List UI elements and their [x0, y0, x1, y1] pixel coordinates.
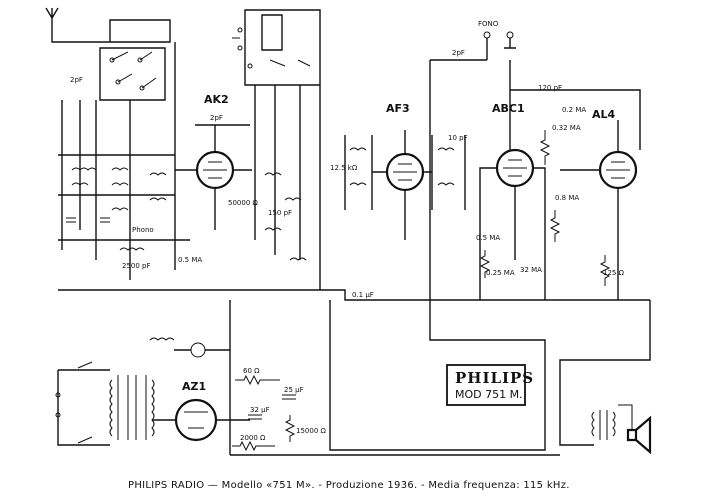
label-r-05ma-abc: 0.5 MA: [476, 234, 500, 242]
schematic-caption: PHILIPS RADIO — Modello «751 M». - Produ…: [128, 480, 570, 491]
antenna-symbol: [45, 7, 60, 43]
waveband-switch: [60, 19, 176, 280]
label-r-50000: 50000 Ω: [228, 199, 258, 207]
label-c-25uf: 25 µF: [284, 386, 304, 394]
label-c-2pf-ak2: 2pF: [210, 114, 223, 122]
label-c-01uf: 0.1 µF: [352, 291, 374, 299]
label-r-025ma: 0.25 MA: [486, 269, 515, 277]
tube-label-az1: AZ1: [182, 380, 206, 393]
label-c-150pf: 150 pF: [268, 209, 292, 217]
label-phono-coil: Phono: [132, 226, 154, 234]
label-c-2pf-fono: 2pF: [452, 49, 465, 57]
label-r-32ma: 32 MA: [520, 266, 542, 274]
label-r-032ma: 0.32 MA: [552, 124, 581, 132]
tube-abc1: [495, 148, 535, 188]
label-r-02ma: 0.2 MA: [562, 106, 586, 114]
nameplate-box: [446, 364, 526, 406]
loudspeaker: [618, 404, 652, 455]
output-transformer: [559, 380, 616, 446]
if-transformer-1: [344, 135, 373, 210]
tube-al4: [598, 150, 638, 190]
rf-coil-bank: [58, 154, 190, 251]
label-c-32uf: 32 µF: [250, 406, 270, 414]
power-transformer: [109, 375, 155, 440]
label-r-15000: 15000 Ω: [296, 427, 326, 435]
power-bus: [58, 289, 651, 456]
label-r-08ma: 0.8 MA: [555, 194, 579, 202]
label-c-120pf: 120 pF: [538, 84, 562, 92]
label-r-2000: 2000 Ω: [240, 434, 266, 442]
label-c-2500pf: 2500 pF: [122, 262, 151, 270]
nameplate-model: MOD 751 M.: [455, 388, 523, 401]
label-c-10pf: 10 pF: [448, 134, 468, 142]
label-r-125: 125 Ω: [603, 269, 625, 277]
tube-label-af3: AF3: [386, 102, 410, 115]
if-transformer-2: [431, 135, 466, 210]
tube-label-ak2: AK2: [204, 93, 229, 106]
label-r-12k5: 12.5 kΩ: [330, 164, 358, 172]
tube-label-abc1: ABC1: [492, 102, 525, 115]
tube-az1: [174, 398, 218, 442]
fono-terminals: [429, 31, 516, 300]
tube-label-al4: AL4: [592, 108, 616, 121]
pilot-lamp-circuit: [149, 337, 230, 358]
mains-input: [55, 361, 110, 446]
oscillator-coils: [264, 172, 307, 261]
tube-ak2: [195, 150, 235, 190]
label-c-2pf-top: 2pF: [70, 76, 83, 84]
nameplate-brand: PHILIPS: [455, 369, 534, 387]
tube-af3: [385, 152, 425, 192]
label-r-05ma-left: 0.5 MA: [178, 256, 202, 264]
label-fono: FONO: [478, 20, 499, 28]
oscillator-switch: [232, 9, 321, 290]
label-r-60: 60 Ω: [243, 367, 260, 375]
